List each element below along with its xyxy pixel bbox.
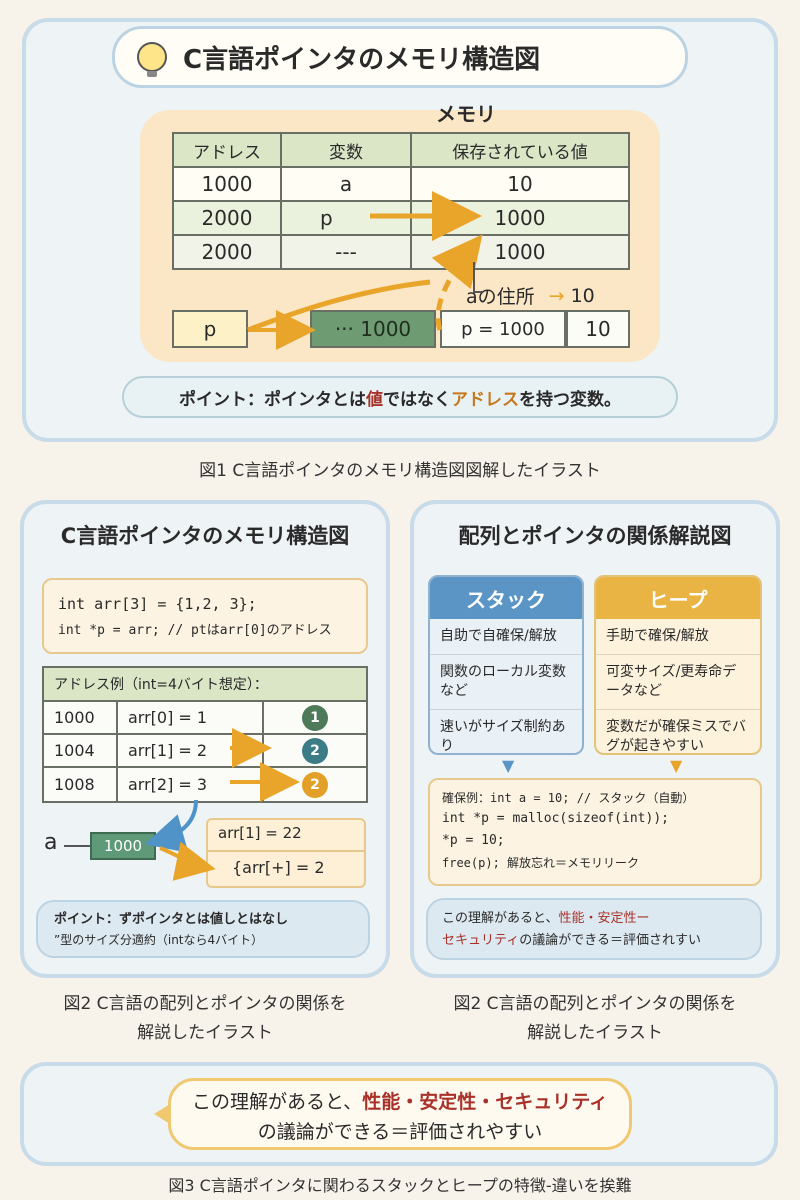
point-mid: ではなく bbox=[383, 389, 451, 410]
speech-prefix: この理解があると、 bbox=[191, 1091, 363, 1113]
point-value-word: 値 bbox=[366, 389, 383, 410]
stack-header: スタック bbox=[430, 577, 582, 619]
row-badge-cell: 2 bbox=[264, 768, 366, 801]
memory-label: メモリ bbox=[436, 102, 496, 126]
figure1-point-note: ポイント：ポインタとは 値 ではなく アドレス を持つ変数。 bbox=[122, 376, 678, 418]
green-value-box: ··· 1000 bbox=[310, 310, 436, 348]
code-line: 確保例：int a = 10; // スタック（自動） bbox=[442, 791, 695, 805]
code-line: int *p = arr; // ptはarr[0]のアドレス bbox=[58, 622, 332, 638]
cell-variable: a bbox=[280, 166, 412, 202]
cell-address: 2000 bbox=[172, 200, 282, 236]
p-box: p bbox=[172, 310, 248, 348]
speech-tail bbox=[154, 1104, 170, 1124]
caption-line: 解説したイラスト bbox=[137, 1022, 273, 1043]
lightbulb-icon bbox=[137, 42, 167, 77]
note-suffix: の議論ができる＝評価されすい bbox=[519, 933, 701, 949]
output-line: {arr[+] = 2 bbox=[232, 858, 325, 877]
figure2-caption: 図2 C言語の配列とポインタの関係を 解説したイラスト bbox=[20, 990, 390, 1048]
number-badge-icon: 2 bbox=[302, 737, 328, 764]
speech-line2: の議論ができる＝評価されやすい bbox=[257, 1121, 543, 1144]
arrow-down-icon: ▼ bbox=[670, 756, 683, 775]
heap-item: 手助で確保/解放 bbox=[596, 619, 760, 655]
figure2-code-box: int arr[3] = {1,2, 3}; int *p = arr; // … bbox=[42, 578, 368, 654]
memory-table: アドレス 変数 保存されている値 1000 a 10 2000 p 1000 2… bbox=[172, 132, 630, 270]
caption-line: 図2 C言語の配列とポインタの関係を bbox=[453, 994, 737, 1014]
note-prefix: この理解があると、 bbox=[442, 911, 559, 926]
col-header-value: 保存されている値 bbox=[410, 132, 630, 168]
output-line: arr[1] = 22 bbox=[218, 824, 302, 842]
address-note-value: 10 bbox=[570, 284, 595, 307]
heap-item: 変数だが確保ミスでバグが起きやすい bbox=[606, 718, 746, 754]
code-line: int *p = malloc(sizeof(int)); bbox=[442, 811, 669, 827]
stack-item: 関数のローカル変数など bbox=[430, 655, 582, 710]
stack-item: 速いがサイズ制約あり bbox=[440, 718, 566, 754]
code-line: *p = 10; bbox=[442, 833, 505, 849]
cell-value: 1000 bbox=[410, 234, 630, 270]
arrow-right-icon: → bbox=[548, 284, 565, 307]
figure1-title-pill: C言語ポインタのメモリ構造図 bbox=[112, 26, 688, 88]
cell-variable: p bbox=[280, 200, 412, 236]
point-address-word: アドレス bbox=[451, 389, 519, 410]
table-row: 1004 arr[1] = 2 2 bbox=[44, 735, 366, 768]
figure3-caption: 図3 C言語ポインタに関わるスタックとヒープの特徴-違いを挨難 bbox=[168, 1176, 632, 1195]
figure3-speech-bubble: この理解があると、性能・安定性・セキュリティ の議論ができる＝評価されやすい bbox=[168, 1078, 632, 1150]
a-value-box: 1000 bbox=[90, 832, 156, 860]
output-box bbox=[206, 818, 366, 888]
figure1-title: C言語ポインタのメモリ構造図 bbox=[183, 44, 541, 75]
cell-address: 1000 bbox=[172, 166, 282, 202]
heap-card: ヒープ 手助で確保/解放 可変サイズ/更寿命データなど 変数だが確保ミスでバグが… bbox=[594, 575, 762, 755]
stack-item: 自助で自確保/解放 bbox=[430, 619, 582, 655]
row-expression: arr[2] = 3 bbox=[118, 768, 264, 801]
p-equals-box: p = 1000 bbox=[440, 310, 566, 348]
figure2b-note: この理解があると、性能・安定性ー セキュリティの議論ができる＝評価されすい bbox=[426, 898, 762, 960]
row-address: 1000 bbox=[44, 702, 118, 733]
note-highlight: 性能・安定性ー bbox=[558, 911, 650, 926]
figure2b-code-box: 確保例：int a = 10; // スタック（自動） int *p = mal… bbox=[428, 778, 762, 886]
heap-item: 可変サイズ/更寿命データなど bbox=[596, 655, 760, 710]
figure2b-title: 配列とポインタの関係解説図 bbox=[458, 524, 732, 548]
row-address: 1008 bbox=[44, 768, 118, 801]
cell-variable: --- bbox=[280, 234, 412, 270]
figure1-caption: 図1 C言語ポインタのメモリ構造図図解したイラスト bbox=[199, 461, 601, 481]
code-line: free(p); 解放忘れ＝メモリリーク bbox=[442, 855, 640, 870]
note-highlight: セキュリティ bbox=[442, 933, 520, 949]
stack-card: スタック 自助で自確保/解放 関数のローカル変数など 速いがサイズ制約あり bbox=[428, 575, 584, 755]
heap-header: ヒープ bbox=[596, 577, 760, 619]
caption-line: 図2 C言語の配列とポインタの関係を bbox=[63, 994, 347, 1014]
point-line: ポイント：ずポインタとは値しとはなし bbox=[54, 912, 289, 927]
col-header-variable: 変数 bbox=[280, 132, 412, 168]
number-badge-icon: 1 bbox=[302, 704, 328, 731]
row-address: 1004 bbox=[44, 735, 118, 766]
address-example-table: アドレス例（int=4バイト想定）： 1000 arr[0] = 1 1 100… bbox=[42, 666, 368, 803]
output-divider bbox=[206, 850, 366, 852]
value-box: 10 bbox=[566, 310, 630, 348]
address-note: aの住所 → 10 bbox=[466, 282, 595, 309]
cell-value: 10 bbox=[410, 166, 630, 202]
cell-value: 1000 bbox=[410, 200, 630, 236]
cell-address: 2000 bbox=[172, 234, 282, 270]
row-expression: arr[1] = 2 bbox=[118, 735, 264, 766]
address-note-label: aの住所 bbox=[466, 286, 535, 308]
speech-highlight: 性能・安定性・セキュリティ bbox=[362, 1091, 609, 1113]
row-badge-cell: 2 bbox=[264, 735, 366, 766]
figure2-point-note: ポイント：ずポインタとは値しとはなし ”型のサイズ分適約（intなら4バイト） bbox=[36, 900, 370, 958]
table-row: 1000 arr[0] = 1 1 bbox=[44, 702, 366, 735]
point-suffix: を持つ変数。 bbox=[519, 389, 621, 410]
table-row: 1008 arr[2] = 3 2 bbox=[44, 768, 366, 801]
address-example-header: アドレス例（int=4バイト想定）： bbox=[44, 668, 366, 702]
code-line: int arr[3] = {1,2, 3}; bbox=[58, 595, 257, 613]
row-expression: arr[0] = 1 bbox=[118, 702, 264, 733]
point-prefix: ポイント：ポインタとは bbox=[179, 389, 366, 410]
a-label: a bbox=[44, 830, 58, 855]
arrow-down-icon: ▼ bbox=[502, 756, 515, 775]
col-header-address: アドレス bbox=[172, 132, 282, 168]
caption-line: 解説したイラスト bbox=[527, 1022, 663, 1043]
a-connector bbox=[64, 845, 90, 847]
number-badge-icon: 2 bbox=[302, 771, 328, 798]
figure2b-caption: 図2 C言語の配列とポインタの関係を 解説したイラスト bbox=[410, 990, 780, 1048]
point-line: ”型のサイズ分適約（intなら4バイト） bbox=[54, 932, 264, 947]
row-badge-cell: 1 bbox=[264, 702, 366, 733]
figure2-title: C言語ポインタのメモリ構造図 bbox=[60, 524, 350, 548]
